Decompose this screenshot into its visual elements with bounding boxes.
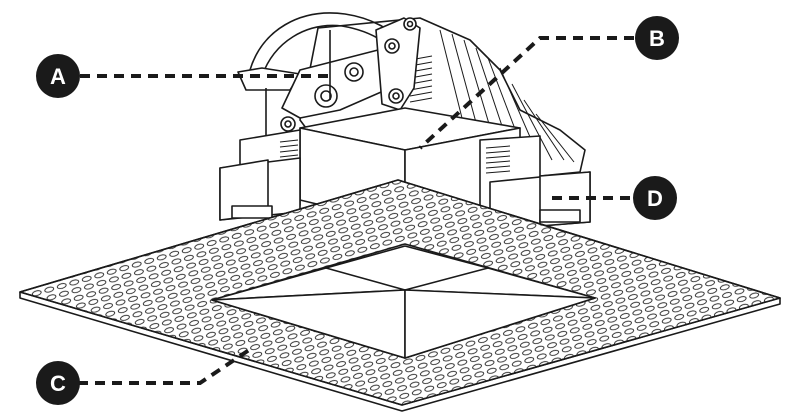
mounting-clip-right: [479, 135, 591, 231]
mounting-clip-left: [219, 129, 301, 221]
pivot-screws: [280, 17, 417, 132]
callout-d: D: [633, 176, 677, 220]
leader-c: [78, 346, 254, 385]
callout-leaders: [78, 36, 634, 385]
callout-c: C: [36, 361, 80, 405]
leader-b: [418, 36, 634, 150]
callout-a: A: [36, 54, 80, 98]
callout-a-label: A: [50, 64, 66, 89]
center-aperture: [211, 243, 596, 359]
callout-c-label: C: [50, 371, 66, 396]
callout-d-label: D: [647, 186, 663, 211]
callout-b-label: B: [649, 26, 665, 51]
callout-b: B: [635, 16, 679, 60]
